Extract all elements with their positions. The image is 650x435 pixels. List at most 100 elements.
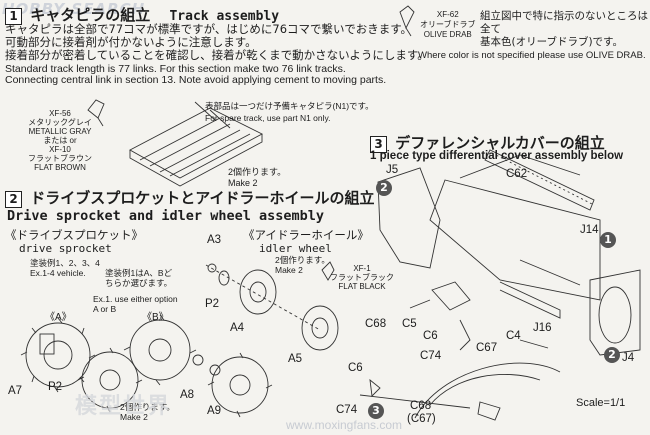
paint-code: XF-10: [49, 145, 71, 154]
section1-paint-label: XF-56 メタリックグレイ METALLIC GRAY または or XF-1…: [28, 109, 92, 172]
section3-heading: 3 デファレンシャルカバーの組立: [370, 132, 605, 153]
spare-note-en: For spare track, use part N1 only.: [205, 113, 331, 123]
part-j14: J14: [580, 224, 599, 236]
marker-2: 2: [604, 347, 620, 363]
sprocket-heading: 《ドライブスプロケット》 drive sprocket: [5, 228, 143, 256]
flat-black-code: XF-1: [353, 264, 371, 273]
option-note: 塗装例1はA、Bど ちらか選びます。: [105, 268, 172, 288]
section1-title-en: Track assembly: [169, 9, 280, 24]
part-p2: P2: [48, 381, 63, 393]
section3-number: 3: [370, 136, 387, 153]
section1-body-en: Standard track length is 77 links. For t…: [5, 64, 386, 86]
flat-black-label: XF-1 フラットブラック FLAT BLACK: [330, 264, 394, 291]
option-en-line: Ex.1. use either option: [93, 294, 178, 304]
paint-note-jp: 組立図中で特に指示のないところは全て 基本色(オリーブドラブ)です。: [480, 10, 650, 49]
section1-make2: 2個作ります。 Make 2: [228, 167, 286, 189]
option-jp-line: ちらか選びます。: [105, 278, 173, 288]
section2-heading: 2 ドライブスプロケットとアイドラーホイールの組立: [5, 187, 375, 208]
sprocket-a-outer-drawing: [77, 347, 143, 413]
flat-black-jp: フラットブラック: [330, 273, 394, 282]
detail-drawing: [359, 362, 561, 421]
sprocket-a-drawing: [20, 317, 96, 393]
flat-black-en: FLAT BLACK: [338, 282, 386, 291]
idler-title-en: idler wheel: [259, 242, 332, 255]
detail-c6: C6: [348, 362, 363, 374]
idler-make2-en: Make 2: [275, 265, 303, 275]
section1-spare-note: 表部品は一つだけ予備キャタピラ(N1)です。 For spare track, …: [205, 100, 374, 124]
olive-drab-jp: オリーブドラブ: [420, 20, 476, 29]
part-c67: C67: [476, 342, 498, 354]
detail-c68: C68: [410, 400, 432, 412]
part-a7: A7: [8, 385, 23, 397]
make2-jp: 2個作ります。: [228, 167, 287, 177]
section1-body-jp-line: 接着部分が密着していることを確認し、接着が乾くまで動かさないようにします。: [5, 48, 429, 62]
part-j5: J5: [386, 164, 399, 176]
section1-body-jp: キャタピラは全部で77コマが標準ですが、はじめに76コマで繋いでおきます。 可動…: [5, 23, 429, 62]
detail-c74: C74: [336, 404, 358, 416]
part-a8: A8: [180, 389, 195, 401]
section2-title-jp: ドライブスプロケットとアイドラーホイールの組立: [30, 189, 375, 207]
vehicle-jp: 塗装例1、2、3、4: [30, 258, 100, 268]
paint-code: XF-56: [49, 109, 71, 118]
option-b-label: 《B》: [142, 312, 169, 323]
section1-heading: 1 キャタピラの組立 Track assembly: [5, 4, 279, 25]
marker-2: 2: [376, 180, 392, 196]
sprocket-vehicle-note: 塗装例1、2、3、4 Ex.1-4 vehicle.: [30, 258, 100, 278]
paint-name-jp: フラットブラウン: [28, 154, 92, 163]
option-en-line: A or B: [93, 304, 117, 314]
watermark-bottom: 模型世界: [75, 394, 172, 419]
part-c68: C68: [365, 318, 387, 330]
olive-drab-code: XF-62: [436, 10, 459, 19]
paint-name-en: METALLIC GRAY: [28, 127, 92, 136]
part-c4: C4: [506, 330, 521, 342]
part-a5: A5: [288, 353, 303, 365]
idler-make2: 2個作ります。 Make 2: [275, 255, 330, 275]
paint-note-en: Where color is not specified please use …: [418, 50, 646, 61]
marker-1: 1: [600, 232, 616, 248]
paint-note-jp-line: 基本色(オリーブドラブ)です。: [480, 36, 624, 48]
sprocket-b-outer-drawing: [192, 352, 273, 418]
part-p2: P2: [205, 298, 220, 310]
section3-title-jp: デファレンシャルカバーの組立: [395, 134, 605, 152]
paint-name-jp: メタリックグレイ: [28, 118, 92, 127]
paint-name-en: FLAT BROWN: [34, 163, 86, 172]
part-c62: C62: [506, 168, 528, 180]
part-c6: C6: [423, 330, 438, 342]
section1-body-jp-line: 可動部分に接着剤が付かないように注意します。: [5, 35, 257, 49]
vehicle-en: Ex.1-4 vehicle.: [30, 268, 86, 278]
part-a3: A3: [207, 234, 222, 246]
idler-title-jp: 《アイドラーホイール》: [243, 228, 369, 242]
olive-drab-en: OLIVE DRAB: [423, 30, 472, 39]
sprocket-make2-en: Make 2: [120, 412, 148, 422]
section1-title-jp: キャタピラの組立: [30, 6, 151, 24]
track-drawing: [87, 99, 263, 187]
section2-title-en: Drive sprocket and idler wheel assembly: [7, 208, 324, 224]
sprocket-b-drawing: [123, 314, 197, 386]
paint-or: または or: [43, 136, 77, 145]
paint-note-code-block: XF-62 オリーブドラブ OLIVE DRAB: [420, 10, 476, 40]
paint-note-jp-line: 組立図中で特に指示のないところは全て: [480, 10, 648, 35]
option-jp-line: 塗装例1はA、Bど: [105, 268, 173, 278]
make2-en: Make 2: [228, 178, 258, 188]
paint-brush-icon: [399, 5, 415, 37]
section1-body-en-line: Connecting central link in section 13. N…: [5, 74, 387, 86]
option-note-en: Ex.1. use either option A or B: [93, 294, 178, 314]
part-j4: J4: [622, 352, 635, 364]
part-a9: A9: [207, 405, 222, 417]
sprocket-make2-jp: 2個作ります。: [120, 402, 175, 412]
spare-note-jp: 表部品は一つだけ予備キャタピラ(N1)です。: [205, 101, 374, 111]
idler-heading: 《アイドラーホイール》 idler wheel: [243, 228, 369, 256]
part-a4: A4: [230, 322, 245, 334]
sprocket-make2: 2個作ります。 Make 2: [120, 402, 175, 422]
option-a-label: 《A》: [45, 312, 72, 323]
idler-make2-jp: 2個作ります。: [275, 255, 330, 265]
part-c5: C5: [402, 318, 417, 330]
marker-3: 3: [368, 403, 384, 419]
sprocket-title-jp: 《ドライブスプロケット》: [5, 228, 143, 242]
section1-body-en-line: Standard track length is 77 links. For t…: [5, 63, 346, 75]
watermark-url: www.moxingfans.com: [286, 418, 403, 432]
differential-cover-drawing: [377, 149, 641, 356]
scale-label: Scale=1/1: [576, 397, 626, 409]
part-j16: J16: [533, 322, 552, 334]
